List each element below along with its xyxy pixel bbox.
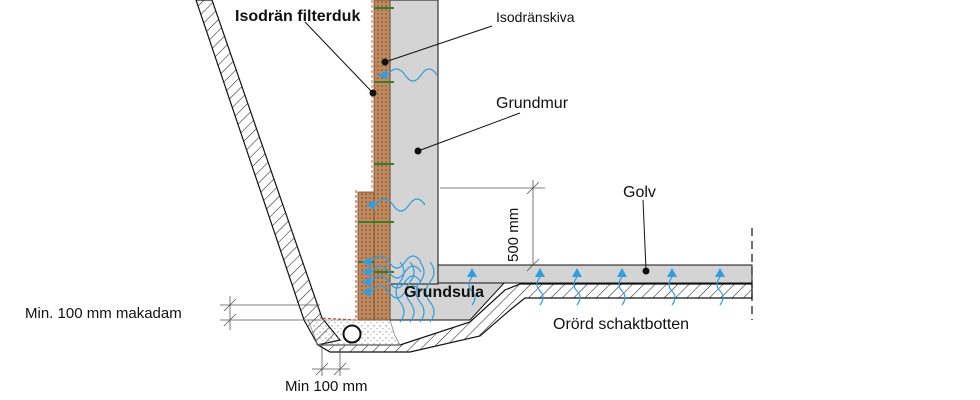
water-wave xyxy=(374,198,426,212)
leader-lines xyxy=(304,21,647,271)
water-arrow-icon xyxy=(715,268,725,277)
water-arrow-icon xyxy=(667,268,677,277)
insulation-lower-texture xyxy=(358,192,374,320)
water-wave xyxy=(618,276,626,306)
water-wave xyxy=(573,276,581,306)
water-wave xyxy=(395,261,405,323)
water-arrow-icon xyxy=(535,268,545,277)
label-golv: Golv xyxy=(623,184,656,201)
soil-slope-left xyxy=(195,0,342,346)
water-arrow-icon xyxy=(362,287,371,297)
water-arrow-icon xyxy=(362,277,371,287)
water-wave xyxy=(425,261,435,323)
label-500mm: 500 mm xyxy=(505,208,522,262)
water-arrow-icon xyxy=(366,200,375,210)
label-min100: Min 100 mm xyxy=(285,378,368,395)
water-arrow-icon xyxy=(572,268,582,277)
water-wave xyxy=(716,276,724,306)
floor-slab xyxy=(437,264,753,284)
dimension-makadam xyxy=(220,296,320,330)
label-grundmur: Grundmur xyxy=(496,95,569,112)
water-arrow-icon xyxy=(362,267,371,277)
water-wave xyxy=(415,261,425,323)
label-isodranskiva: Isodränskiva xyxy=(496,9,575,25)
dimension-500 xyxy=(440,180,545,272)
water-wave xyxy=(536,276,544,306)
water-wave xyxy=(370,255,422,269)
water-wave xyxy=(386,68,438,82)
water-wave xyxy=(668,276,676,306)
filter-fabric-line xyxy=(319,190,357,321)
insulation-texture xyxy=(374,0,390,320)
label-grundsula: Grundsula xyxy=(404,284,484,301)
water-arrow-icon xyxy=(378,70,387,80)
drain-pipe-icon xyxy=(342,324,362,344)
label-makadam: Min. 100 mm makadam xyxy=(25,305,182,322)
water-wave xyxy=(468,276,476,306)
label-filterduk: Isodrän filterduk xyxy=(235,8,360,25)
leader-dots xyxy=(369,58,650,275)
water-wave xyxy=(405,261,415,323)
label-schaktbotten: Orörd schaktbotten xyxy=(553,316,689,333)
water-arrow-icon xyxy=(467,268,477,277)
foundation-wall xyxy=(389,0,439,285)
dimension-min100 xyxy=(312,348,350,376)
water-arrow-icon xyxy=(362,257,371,267)
water-flow-group xyxy=(362,68,725,323)
water-arrow-icon xyxy=(617,268,627,277)
